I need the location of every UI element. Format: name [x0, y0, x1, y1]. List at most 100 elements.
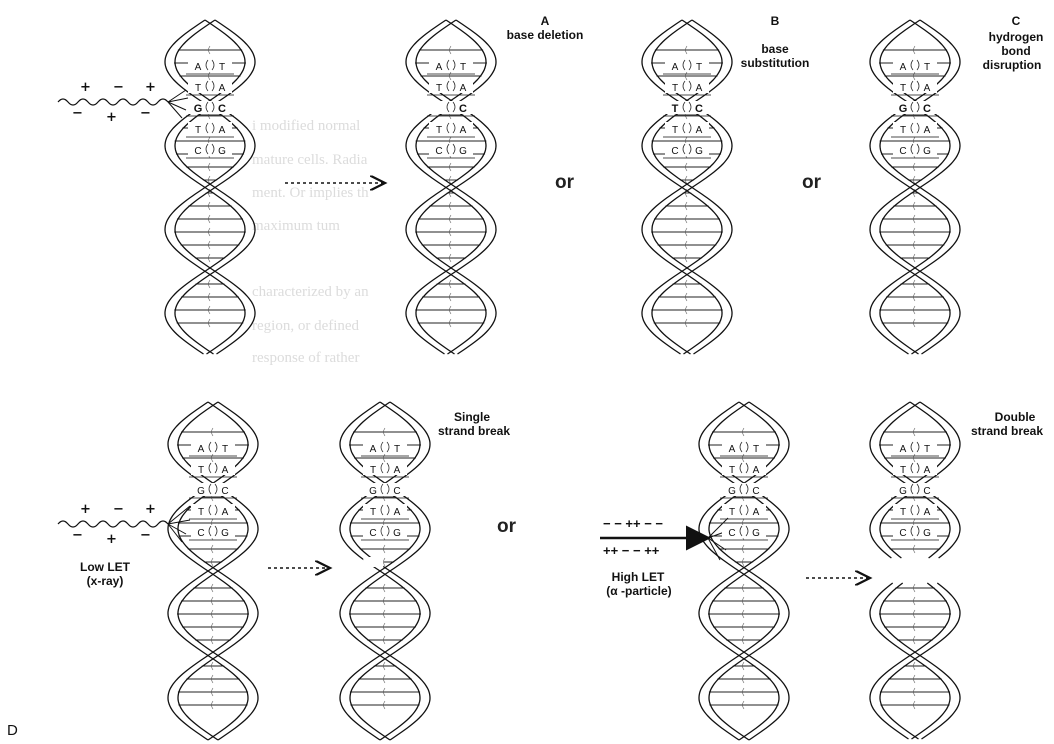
base-letter-right: A: [394, 507, 401, 518]
charge-plus-2: +: [145, 80, 156, 95]
base-letter-right: A: [222, 465, 229, 476]
base-letter-left: A: [195, 62, 202, 73]
panel-d-label: D: [7, 724, 18, 738]
label-a-letter: A: [530, 14, 560, 28]
base-letter-right: A: [924, 465, 931, 476]
base-letter-right: G: [695, 146, 703, 157]
base-letter-left: T: [900, 125, 906, 136]
charge-plus-5: +: [145, 502, 156, 517]
base-letter-left: T: [436, 83, 442, 94]
base-letter-right: T: [753, 444, 759, 455]
base-letter-left: A: [900, 444, 907, 455]
or-label-3: or: [497, 516, 516, 538]
base-letter-right: C: [393, 486, 400, 497]
base-letter-left: G: [194, 103, 203, 115]
helix-b-base-substitution: ATTATCTACG: [642, 20, 732, 354]
base-letter-left: C: [728, 528, 735, 539]
label-low-let-line2: (x-ray): [60, 574, 150, 588]
base-letter-right: C: [459, 103, 467, 115]
label-a-text: base deletion: [470, 28, 620, 42]
charge-minus-3: −: [140, 106, 151, 121]
base-letter-right: A: [753, 465, 760, 476]
base-letter-right: C: [221, 486, 228, 497]
or-label-2: or: [802, 172, 821, 194]
strand-break-gap: [363, 557, 383, 567]
base-letter-left: T: [195, 125, 201, 136]
charge-plus-1: +: [80, 80, 91, 95]
base-letter-left: T: [900, 465, 906, 476]
label-c-line3: disruption: [970, 58, 1054, 72]
label-high-let-line2: (α -particle): [584, 584, 694, 598]
base-letter-left: C: [671, 146, 678, 157]
base-letter-left: T: [672, 103, 679, 115]
base-letter-right: C: [923, 486, 930, 497]
label-b-line1: base: [735, 42, 815, 56]
charge-minus-6: −: [140, 528, 151, 543]
base-letter-right: A: [394, 465, 401, 476]
charge-plus-4: +: [80, 502, 91, 517]
base-letter-right: T: [924, 444, 930, 455]
label-low-let-line1: Low LET: [60, 560, 150, 574]
or-label-1: or: [555, 172, 574, 194]
base-letter-left: C: [899, 528, 906, 539]
base-letter-left: A: [436, 62, 443, 73]
label-single-line1: Single: [432, 410, 512, 424]
base-letter-left: G: [899, 486, 907, 497]
label-single-line2: strand break: [424, 424, 524, 438]
base-letter-right: A: [753, 507, 760, 518]
helix-double-strand-break: ATTAGCTACG: [870, 402, 960, 739]
helix-a-base-deletion: ATTACTACG: [406, 20, 496, 354]
label-b-letter: B: [760, 14, 790, 28]
helix-low-let: ATTAGCTACG: [168, 402, 258, 740]
base-letter-left: C: [899, 146, 906, 157]
base-letter-right: C: [752, 486, 759, 497]
base-letter-left: T: [436, 125, 442, 136]
xray-wave-bottom: [58, 521, 168, 527]
base-letter-left: G: [197, 486, 205, 497]
xray-wave-top: [58, 99, 168, 105]
label-high-let-line1: High LET: [588, 570, 688, 584]
base-letter-right: T: [222, 444, 228, 455]
base-letter-left: T: [198, 465, 204, 476]
base-letter-right: G: [923, 146, 931, 157]
base-letter-right: T: [696, 62, 702, 73]
base-letter-left: A: [370, 444, 377, 455]
base-letter-right: A: [219, 125, 226, 136]
base-letter-right: G: [393, 528, 401, 539]
base-letter-right: G: [218, 146, 226, 157]
alpha-charges-bottom: ++ − − ++: [603, 544, 659, 558]
label-c-letter: C: [1001, 14, 1031, 28]
base-letter-left: T: [729, 465, 735, 476]
base-letter-left: T: [729, 507, 735, 518]
base-letter-right: A: [924, 125, 931, 136]
alpha-charges-top: − − ++ − −: [603, 517, 663, 531]
base-letter-left: T: [672, 83, 678, 94]
base-letter-left: A: [672, 62, 679, 73]
label-double-line1: Double: [985, 410, 1045, 424]
base-letter-right: A: [924, 507, 931, 518]
helix-original-top: ATTAGCTACG: [165, 20, 255, 354]
base-letter-left: A: [198, 444, 205, 455]
base-letter-left: C: [435, 146, 442, 157]
base-letter-right: A: [924, 83, 931, 94]
base-letter-right: T: [460, 62, 466, 73]
charge-plus-3: +: [106, 110, 117, 125]
charge-minus-2: −: [72, 106, 83, 121]
base-letter-left: C: [369, 528, 376, 539]
base-letter-right: G: [459, 146, 467, 157]
base-letter-left: T: [198, 507, 204, 518]
base-letter-right: G: [752, 528, 760, 539]
charge-plus-6: +: [106, 532, 117, 547]
base-letter-left: T: [900, 507, 906, 518]
base-letter-right: A: [219, 83, 226, 94]
charge-minus-5: −: [72, 528, 83, 543]
base-letter-left: G: [728, 486, 736, 497]
base-letter-left: T: [370, 465, 376, 476]
base-letter-right: A: [222, 507, 229, 518]
base-letter-right: C: [695, 103, 703, 115]
base-letter-right: A: [696, 83, 703, 94]
base-letter-right: C: [218, 103, 226, 115]
base-letter-left: A: [729, 444, 736, 455]
